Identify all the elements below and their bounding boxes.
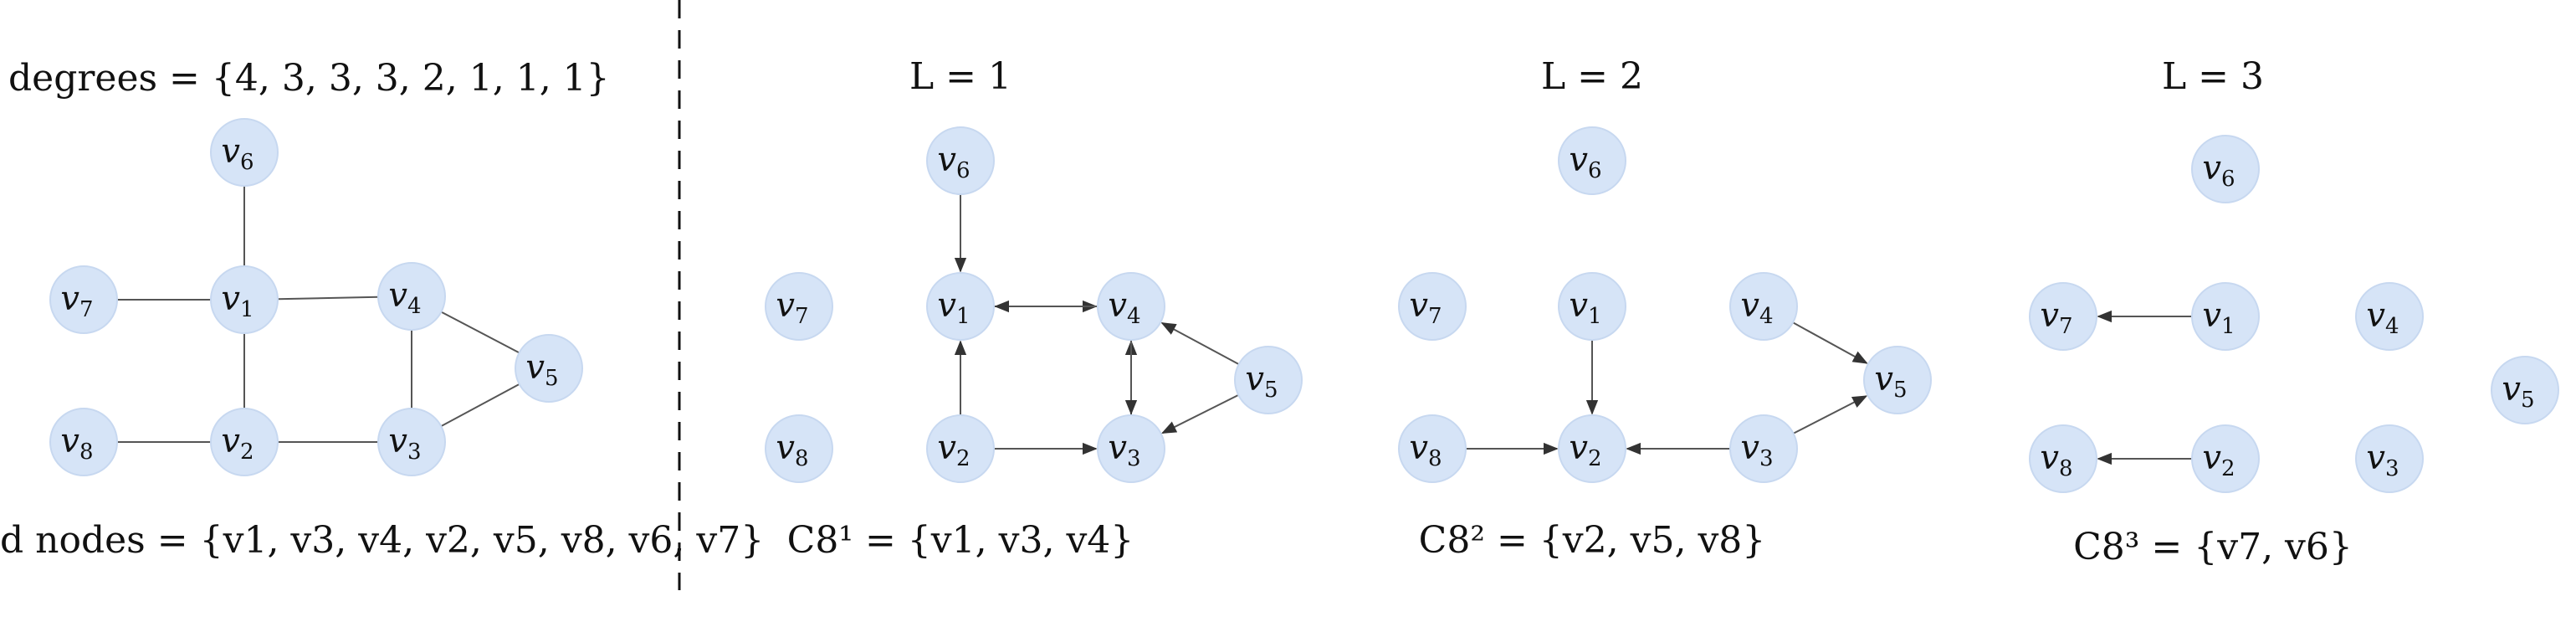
node-label-v5: v5 [1874, 360, 1907, 403]
node-v8 [49, 408, 118, 476]
node-label-v8: v8 [2040, 439, 2072, 481]
node-label-v7: v7 [60, 280, 93, 322]
node-v5 [1234, 346, 1303, 414]
node-label-v4: v4 [388, 276, 421, 319]
node-v1 [1558, 272, 1626, 341]
node-label-v6: v6 [937, 141, 970, 183]
node-v8 [765, 414, 833, 483]
node-label-v1: v1 [2202, 296, 2235, 339]
node-v2 [210, 408, 279, 476]
node-v4 [1729, 272, 1798, 341]
node-label-v6: v6 [1569, 141, 1601, 183]
node-v7 [2029, 282, 2097, 351]
node-label-v6: v6 [2202, 149, 2235, 192]
node-v4 [1097, 272, 1165, 341]
graph-l3: v1 v2 v3 v4 v5 v6 v7 v8 [2029, 135, 2559, 493]
node-v3 [1097, 414, 1165, 483]
node-label-v8: v8 [1409, 429, 1442, 471]
node-label-v5: v5 [1245, 360, 1278, 403]
node-label-v6: v6 [221, 132, 254, 175]
node-v4 [377, 262, 446, 331]
node-label-v4: v4 [1108, 286, 1140, 329]
edge-v1-v4 [277, 296, 379, 301]
node-label-v8: v8 [60, 422, 93, 465]
node-label-v3: v3 [1740, 429, 1773, 471]
node-v2 [1558, 414, 1626, 483]
node-label-v1: v1 [937, 286, 970, 329]
edge-v3-v5 [440, 383, 520, 427]
node-v5 [2491, 356, 2559, 424]
node-label-v7: v7 [776, 286, 808, 329]
node-label-v3: v3 [2366, 439, 2399, 481]
node-label-v3: v3 [388, 422, 421, 465]
node-v6 [2191, 135, 2260, 203]
node-v7 [1398, 272, 1467, 341]
node-label-v5: v5 [2502, 370, 2534, 413]
node-label-v2: v2 [2202, 439, 2235, 481]
edge-v5-v3 [1160, 393, 1239, 434]
graph-l2: v1 v2 v3 v4 v5 v6 v7 v8 [1398, 126, 1932, 483]
panel-title-l2: L = 2 [1541, 55, 1643, 98]
node-v1 [926, 272, 995, 341]
panel-caption-l3: C8³ = {v7, v6} [2073, 526, 2353, 568]
node-v5 [515, 334, 583, 403]
node-v4 [2355, 282, 2424, 351]
node-v6 [926, 126, 995, 195]
panel-title-l3: L = 3 [2162, 55, 2264, 98]
node-label-v2: v2 [937, 429, 970, 471]
node-label-v7: v7 [2040, 296, 2072, 339]
sorted-nodes-label: d nodes = {v1, v3, v4, v2, v5, v8, v6, v… [0, 519, 764, 562]
edge-v4-v5 [440, 311, 520, 354]
node-label-v1: v1 [1569, 286, 1601, 329]
node-label-v7: v7 [1409, 286, 1442, 329]
edge-v5-v4 [1160, 321, 1240, 365]
degrees-label: degrees = {4, 3, 3, 3, 2, 1, 1, 1} [8, 57, 610, 100]
panel-title-l1: L = 1 [909, 55, 1011, 98]
edge-v4-v5 [1792, 321, 1868, 364]
node-label-v3: v3 [1108, 429, 1140, 471]
node-v7 [49, 265, 118, 334]
edge-v3-v5 [1793, 395, 1868, 434]
node-v8 [1398, 414, 1467, 483]
node-v3 [1729, 414, 1798, 483]
panel-caption-l2: C8² = {v2, v5, v8} [1419, 519, 1766, 562]
node-v2 [2191, 424, 2260, 493]
node-label-v2: v2 [221, 422, 254, 465]
node-v2 [926, 414, 995, 483]
panel-caption-l1: C8¹ = {v1, v3, v4} [787, 519, 1134, 562]
node-label-v5: v5 [525, 348, 558, 391]
node-label-v4: v4 [2366, 296, 2399, 339]
node-v1 [2191, 282, 2260, 351]
node-v6 [1558, 126, 1626, 195]
node-label-v4: v4 [1740, 286, 1773, 329]
node-label-v2: v2 [1569, 429, 1601, 471]
node-v1 [210, 265, 279, 334]
node-label-v1: v1 [221, 280, 254, 322]
node-v3 [2355, 424, 2424, 493]
node-v7 [765, 272, 833, 341]
graph-l1: v1 v2 v3 v4 v5 v6 v7 v8 [765, 126, 1303, 483]
node-label-v8: v8 [776, 429, 808, 471]
node-v6 [210, 118, 279, 187]
graph-original: v1 v2 v3 v4 v5 v6 v7 v8 [49, 118, 583, 476]
node-v8 [2029, 424, 2097, 493]
node-v5 [1863, 346, 1932, 414]
node-v3 [377, 408, 446, 476]
